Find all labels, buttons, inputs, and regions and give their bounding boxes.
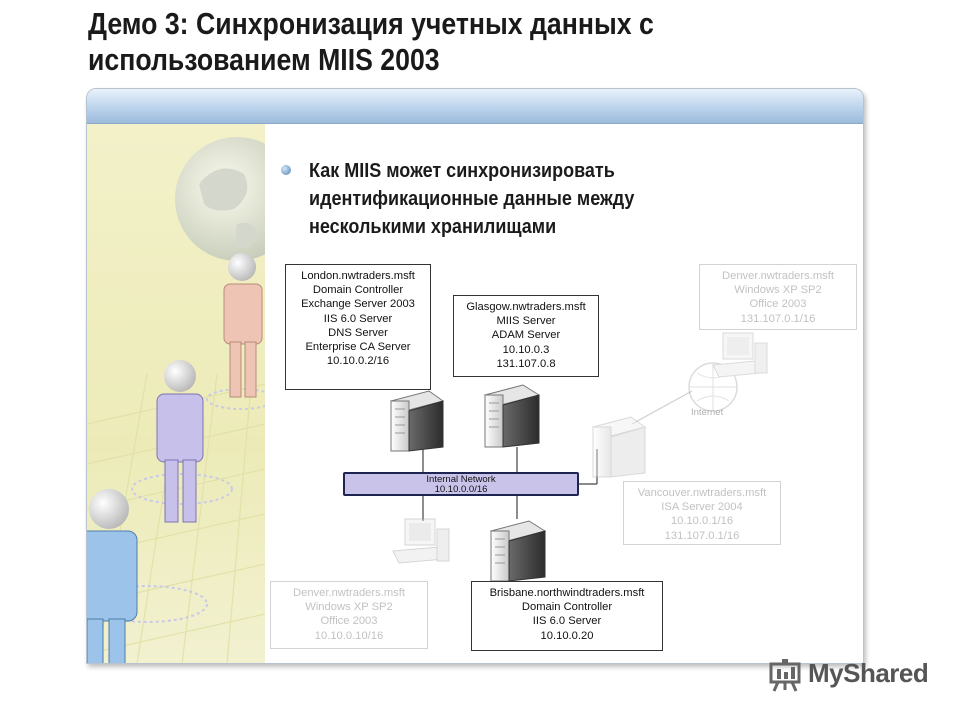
node-text: Exchange Server 2003 xyxy=(301,298,415,311)
node-text: ISA Server 2004 xyxy=(661,501,743,514)
node-text: Glasgow.nwtraders.msft xyxy=(466,301,586,313)
node-london: London.nwtraders.msft Domain Controller … xyxy=(285,264,431,390)
node-vancouver: Vancouver.nwtraders.msft ISA Server 2004… xyxy=(623,481,781,545)
node-text: 10.10.0.10/16 xyxy=(314,629,384,642)
network-diagram xyxy=(389,332,768,582)
node-text: DNS Server xyxy=(328,326,388,339)
node-text: MIIS Server xyxy=(496,315,556,328)
bullet-text: Как MIIS может синхронизировать идентифи… xyxy=(309,157,687,241)
bullet-icon xyxy=(281,165,291,175)
person-pink-icon xyxy=(223,253,263,398)
node-text: 131.107.0.1/16 xyxy=(740,312,816,325)
node-glasgow: Glasgow.nwtraders.msft MIIS Server ADAM … xyxy=(453,295,599,377)
internal-network-bar: Internal Network 10.10.0.0/16 xyxy=(343,472,579,496)
node-text: 10.10.0.2/16 xyxy=(326,355,390,368)
person-purple-icon xyxy=(156,360,204,523)
slide-title-line1: Демо 3: Синхронизация учетных данных с xyxy=(88,6,654,41)
node-brisbane: Brisbane.northwindtraders.msft Domain Co… xyxy=(471,581,663,651)
network-name: Internal Network xyxy=(426,474,496,485)
brand-watermark: MyShared xyxy=(768,656,929,692)
node-text: 10.10.0.3 xyxy=(502,343,550,356)
person-blue-icon xyxy=(87,489,138,663)
node-text: Windows XP SP2 xyxy=(305,601,393,614)
node-text: London.nwtraders.msft xyxy=(301,270,415,282)
slide-title: Демо 3: Синхронизация учетных данных с и… xyxy=(88,6,759,78)
node-text: 131.107.0.8 xyxy=(496,357,556,370)
node-text: Denver.nwtraders.msft xyxy=(722,270,834,282)
brand-name: MyShared xyxy=(808,658,929,688)
node-text: Denver.nwtraders.msft xyxy=(293,587,405,599)
server-london-icon xyxy=(389,390,445,452)
decorative-left-art xyxy=(87,124,265,663)
panel-header-bar xyxy=(87,89,863,124)
network-range: 10.10.0.0/16 xyxy=(434,484,488,495)
node-text: Office 2003 xyxy=(320,615,378,628)
presentation-board-icon xyxy=(769,659,801,692)
content-panel: Как MIIS может синхронизировать идентифи… xyxy=(86,88,864,664)
node-text: 10.10.0.20 xyxy=(540,629,594,642)
server-vancouver-icon xyxy=(591,416,647,478)
node-denver-top: Denver.nwtraders.msft Windows XP SP2 Off… xyxy=(699,264,857,330)
node-text: 131.107.0.1/16 xyxy=(664,529,740,542)
server-brisbane-icon xyxy=(489,520,547,582)
slide-title-line2: использованием MIIS 2003 xyxy=(88,42,440,77)
node-text: Brisbane.northwindtraders.msft xyxy=(489,587,645,599)
node-text: Vancouver.nwtraders.msft xyxy=(637,487,767,499)
node-text: ADAM Server xyxy=(491,329,561,342)
node-text: Office 2003 xyxy=(749,298,807,311)
bullet-line3: несколькими хранилищами xyxy=(309,216,557,238)
node-text: Domain Controller xyxy=(521,601,613,614)
internet-label: Internet xyxy=(691,407,724,418)
node-denver-bottom: Denver.nwtraders.msft Windows XP SP2 Off… xyxy=(270,581,428,649)
node-text: Domain Controller xyxy=(312,284,404,297)
workstation-denver-bottom-icon xyxy=(392,518,450,564)
node-text: IIS 6.0 Server xyxy=(532,615,602,628)
node-text: Enterprise CA Server xyxy=(305,341,411,354)
people-and-globe-illustration xyxy=(87,137,265,663)
server-glasgow-icon xyxy=(483,384,541,448)
node-text: 10.10.0.1/16 xyxy=(670,515,734,528)
workstation-denver-top-icon xyxy=(688,332,768,412)
node-text: IIS 6.0 Server xyxy=(323,312,393,325)
bullet-line2: идентификационные данные между xyxy=(309,188,635,210)
node-text: Windows XP SP2 xyxy=(734,284,822,297)
bullet-line1: Как MIIS может синхронизировать xyxy=(309,160,615,182)
